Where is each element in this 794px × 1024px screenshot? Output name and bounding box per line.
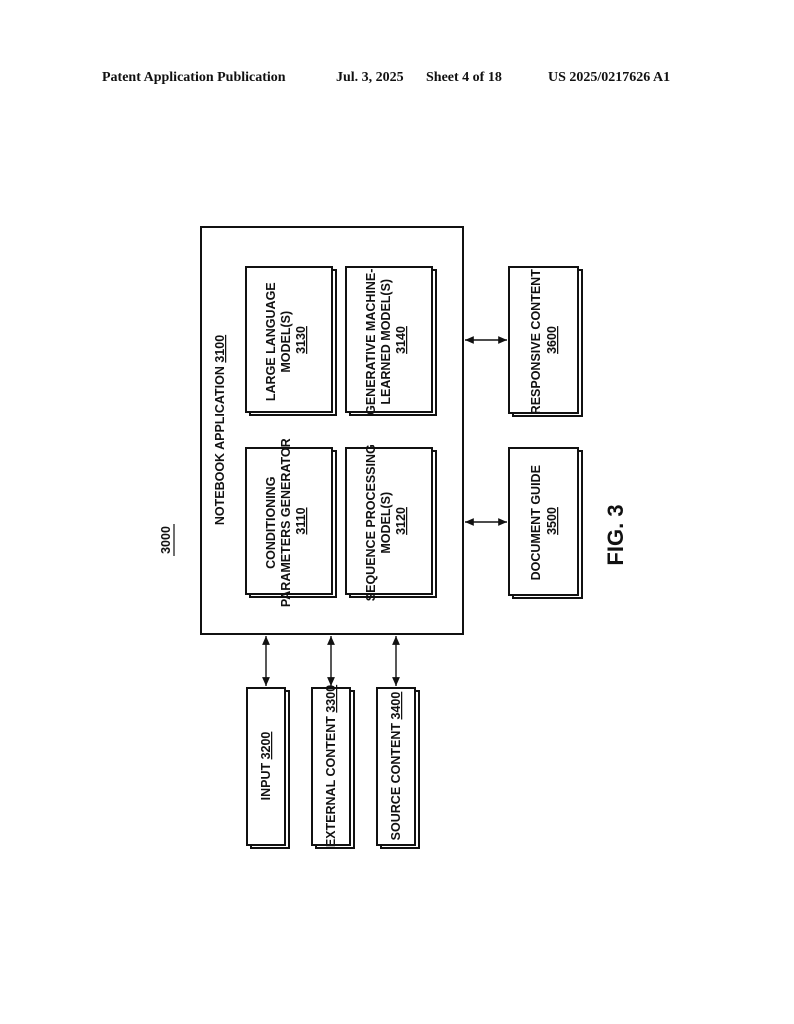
sheet-number: Sheet 4 of 18 [426,70,502,85]
input-source-content: SOURCE CONTENT 3400 [376,687,420,849]
output-responsive-content: RESPONSIVE CONTENT 3600 [508,266,583,417]
component-generative-machine-learned-models: GENERATIVE MACHINE- LEARNED MODEL(S) 314… [345,265,437,416]
svg-text:LARGE LANGUAGE MODEL(S: LARGE LANGUAGE MODEL(S) 3130 [264,279,308,401]
svg-text:SOURCE CONTENT 3400: SOURCE CONTENT 3400 [389,692,403,841]
component-large-language-models: LARGE LANGUAGE MODEL(S) 3130 [245,266,337,416]
output-document-guide: DOCUMENT GUIDE 3500 [508,447,583,599]
patent-header: Patent Application Publication Jul. 3, 2… [0,70,794,86]
svg-text:SEQUENCE PROCESSING MO: SEQUENCE PROCESSING MODEL(S) 3120 [364,441,408,601]
svg-text:RESPONSIVE CONTENT 360: RESPONSIVE CONTENT 3600 [529,266,559,415]
publication-label: Patent Application Publication [102,70,286,85]
publication-number: US 2025/0217626 A1 [548,70,671,85]
input-input: INPUT 3200 [246,687,290,849]
svg-text:CONDITIONING PARAMETER: CONDITIONING PARAMETERS GENERATOR 3110 [264,435,308,607]
input-external-content: EXTERNAL CONTENT 3300 [311,685,355,849]
svg-text:GENERATIVE MACHINE- LE: GENERATIVE MACHINE- LEARNED MODEL(S) 314… [364,265,408,415]
component-conditioning-parameters-generator: CONDITIONING PARAMETERS GENERATOR 3110 [245,435,337,607]
figure-label: FIG. 3 [603,504,628,565]
svg-text:DOCUMENT GUIDE 3500: DOCUMENT GUIDE 3500 [529,462,559,581]
svg-text:INPUT 3200: INPUT 3200 [259,732,273,801]
figure-ref-label: 3000 [159,526,173,554]
publication-date: Jul. 3, 2025 [336,70,404,85]
component-sequence-processing-models: SEQUENCE PROCESSING MODEL(S) 3120 [345,441,437,601]
svg-text:EXTERNAL CONTENT 3300: EXTERNAL CONTENT 3300 [324,685,338,847]
notebook-application-label: NOTEBOOK APPLICATION 3100 [213,335,227,525]
